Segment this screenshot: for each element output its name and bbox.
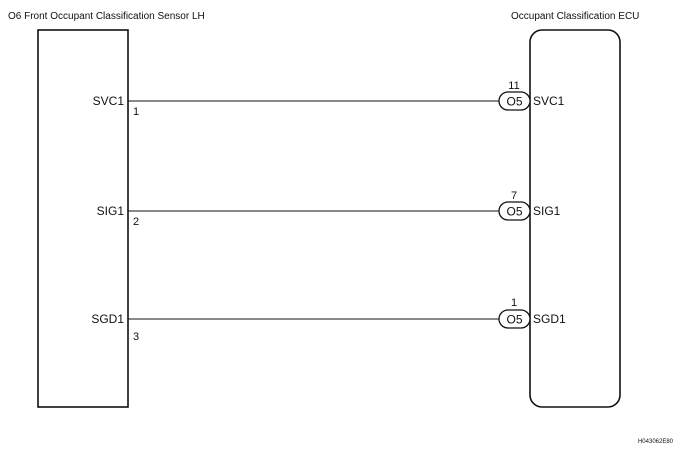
wire-2-left-terminal: SIG1 [97, 204, 125, 218]
wire-3: SGD1 3 1 O5 SGD1 [91, 297, 566, 343]
figure-id: H043062E80 [638, 439, 674, 445]
wire-2: SIG1 2 7 O5 SIG1 [97, 190, 561, 228]
left-component-title: O6 Front Occupant Classification Sensor … [8, 11, 205, 22]
wire-3-connector-label: O5 [506, 313, 522, 327]
wire-2-connector-label: O5 [506, 205, 522, 219]
wire-1-left-terminal: SVC1 [93, 94, 125, 108]
sensor-component-box [37, 29, 129, 408]
wire-1: SVC1 1 11 O5 SVC1 [93, 80, 565, 118]
wire-3-left-terminal: SGD1 [91, 312, 124, 326]
wire-2-connector-oval [498, 201, 531, 221]
wire-3-right-terminal: SGD1 [533, 312, 566, 326]
wire-1-connector-oval [498, 91, 531, 111]
wire-2-right-terminal: SIG1 [533, 204, 561, 218]
wire-3-left-pin: 3 [133, 331, 139, 343]
wire-3-right-pin: 1 [511, 297, 517, 309]
ecu-component-box [529, 29, 621, 408]
right-component-title: Occupant Classification ECU [511, 11, 639, 22]
wire-3-connector-oval [498, 309, 531, 329]
wire-2-left-pin: 2 [133, 216, 139, 228]
wire-1-right-terminal: SVC1 [533, 94, 565, 108]
wire-2-right-pin: 7 [511, 190, 517, 202]
wire-1-connector-label: O5 [506, 95, 522, 109]
wire-1-right-pin: 11 [508, 80, 519, 92]
wire-1-left-pin: 1 [133, 106, 139, 118]
